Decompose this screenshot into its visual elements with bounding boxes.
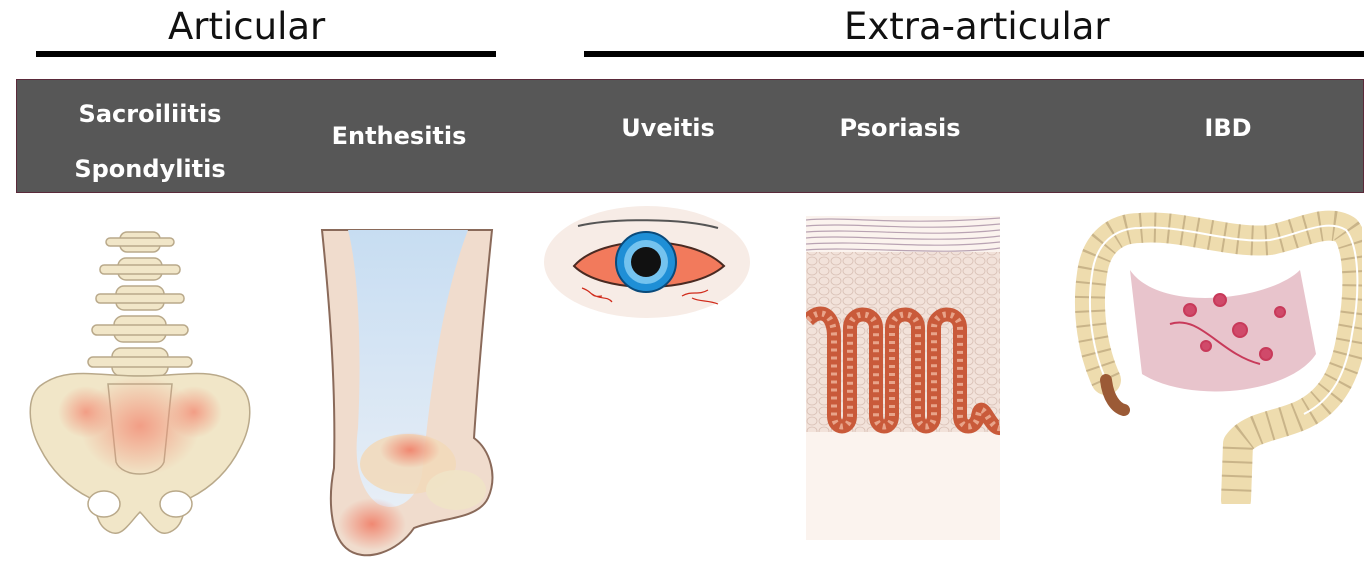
inflammation-highlight (166, 386, 222, 438)
small-intestine-icon (1130, 270, 1316, 391)
label-ibd: IBD (1204, 114, 1251, 142)
articular-heading: Articular (168, 4, 325, 50)
articular-underline (36, 51, 496, 57)
ankle-bone-icon (426, 470, 486, 510)
label-uveitis: Uveitis (621, 114, 715, 142)
label-sacroiliitis: Sacroiliitis (79, 100, 222, 128)
extra-articular-heading: Extra-articular (844, 4, 1110, 50)
vertebra-icon (88, 232, 192, 376)
inflammation-highlight (58, 386, 114, 438)
psoriatic-skin-illustration (806, 216, 1000, 540)
heel-achilles-illustration (318, 228, 498, 564)
pupil-icon (631, 247, 661, 277)
label-enthesitis: Enthesitis (332, 122, 467, 150)
label-spondylitis: Spondylitis (74, 155, 225, 183)
colon-illustration (1070, 204, 1362, 504)
inflammation-highlight (380, 432, 440, 468)
label-psoriasis: Psoriasis (840, 114, 961, 142)
inflammation-highlight (338, 498, 406, 550)
extra-articular-underline (584, 51, 1364, 57)
inflamed-eye-illustration (542, 204, 752, 322)
spine-pelvis-illustration (26, 226, 254, 540)
